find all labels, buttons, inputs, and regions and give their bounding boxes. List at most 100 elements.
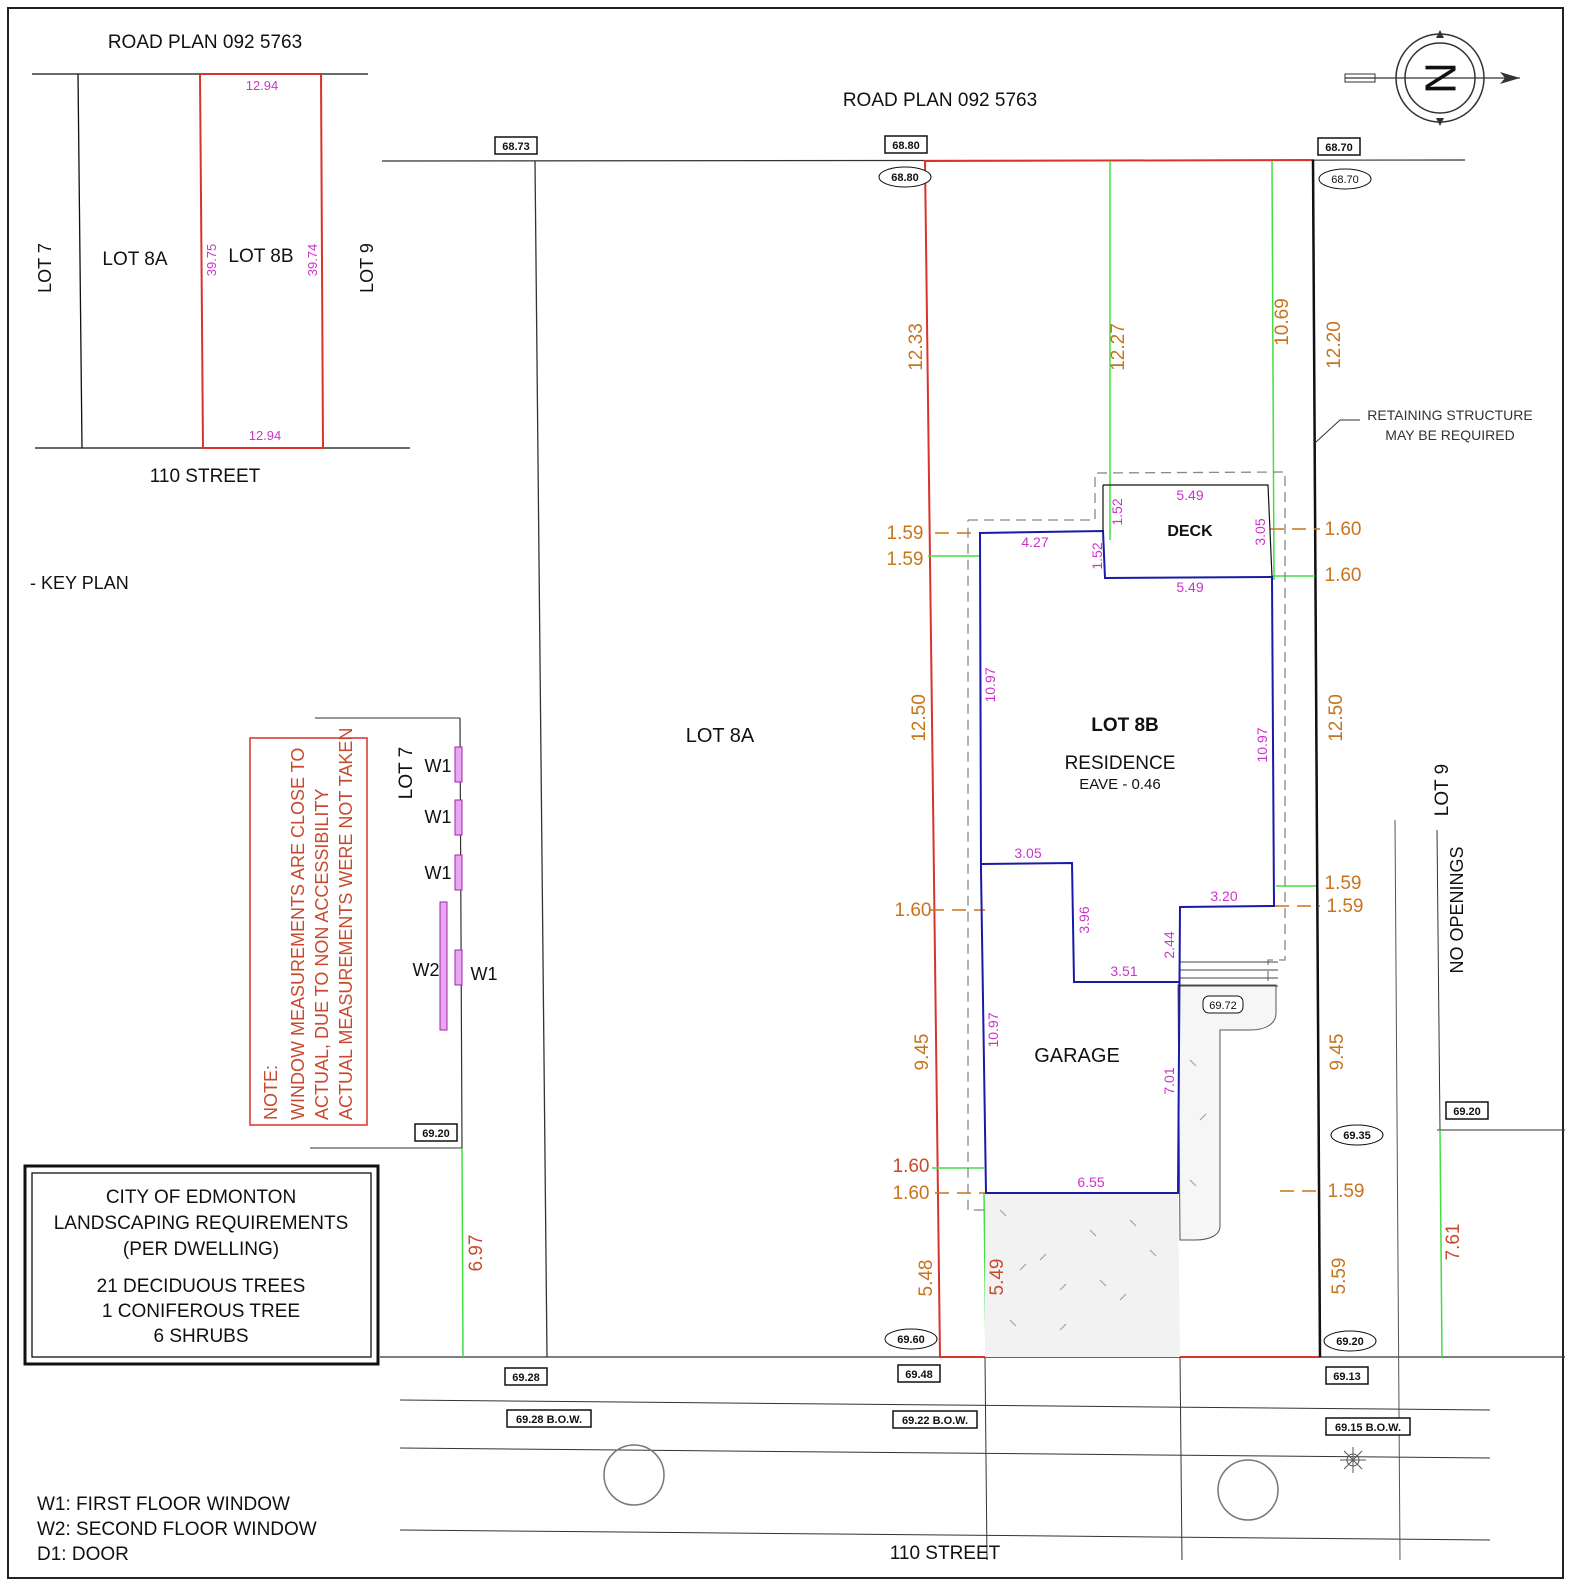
shrub-icon: [1340, 1447, 1366, 1473]
setback-dim: 1.60: [893, 1156, 930, 1177]
window-label-w1: W1: [471, 964, 498, 984]
retaining-note-line1: RETAINING STRUCTURE: [1367, 407, 1532, 423]
building-dim: 6.55: [1077, 1174, 1104, 1190]
setback-dim: 12.27: [1108, 323, 1129, 371]
elevation-box: 69.28 B.O.W.: [516, 1414, 582, 1426]
setback-markers: [930, 528, 1320, 1194]
building-dim: 2.44: [1161, 931, 1177, 958]
building-dim: 3.20: [1210, 888, 1237, 904]
garage-wall: [980, 861, 1180, 983]
key-plan-dim-top: 12.94: [246, 78, 279, 93]
setback-dim: 9.45: [1327, 1034, 1348, 1071]
setback-dim: 5.49: [987, 1259, 1008, 1296]
window-note-box: NOTE: WINDOW MEASUREMENTS ARE CLOSE TO A…: [249, 728, 368, 1126]
setback-dim: 7.61: [1443, 1224, 1464, 1261]
street-label: 110 STREET: [890, 1543, 1001, 1564]
setback-dim: 9.45: [912, 1034, 933, 1071]
setback-dim: 1.60: [893, 1183, 930, 1204]
setback-dim: 5.59: [1329, 1258, 1350, 1295]
deck-outline: [1103, 484, 1273, 578]
elevation-box: 68.70: [1325, 142, 1353, 154]
key-plan-lot9: LOT 9: [357, 243, 377, 293]
note-line: ACTUAL MEASUREMENTS WERE NOT TAKEN: [336, 728, 356, 1120]
setback-dim: 1.60: [1325, 565, 1362, 586]
setback-dim: 12.50: [1326, 694, 1347, 742]
key-plan-dim-left: 39.75: [204, 244, 219, 277]
key-plan: ROAD PLAN 092 5763 12.94 12.94 39.75 39.…: [30, 32, 410, 593]
building-dim: 10.97: [985, 1012, 1001, 1047]
key-plan-lot7: LOT 7: [35, 243, 55, 293]
setback-dim: 1.59: [1328, 1181, 1365, 1202]
setback-dim: 12.20: [1324, 321, 1345, 369]
setback-dim: 5.48: [916, 1260, 937, 1297]
elevation-box: 68.73: [502, 141, 530, 153]
retaining-leader: [1315, 419, 1360, 443]
legend-d1: D1: DOOR: [37, 1544, 129, 1565]
setback-dim: 1.59: [1325, 873, 1362, 894]
setback-dim: 12.33: [906, 323, 927, 371]
key-plan-road-label: ROAD PLAN 092 5763: [108, 32, 302, 53]
retaining-note-line2: MAY BE REQUIRED: [1385, 427, 1514, 443]
svg-text:N: N: [1416, 62, 1465, 94]
building-dim: 3.05: [1014, 845, 1041, 861]
landscape-line: 1 CONIFEROUS TREE: [102, 1301, 300, 1322]
elevation-oval: 68.70: [1331, 174, 1359, 186]
elevation-box: 68.80: [892, 140, 920, 152]
building-dim: 1.52: [1089, 542, 1105, 569]
landscape-line: 21 DECIDUOUS TREES: [97, 1276, 306, 1297]
setback-dim: 1.60: [895, 900, 932, 921]
lot8a-west-line: [534, 160, 548, 1358]
lot8a-label: LOT 8A: [686, 725, 755, 747]
building-dim: 10.97: [1254, 727, 1270, 762]
key-plan-lot8b: LOT 8B: [228, 246, 293, 267]
setback-dim: 6.97: [466, 1235, 487, 1272]
setback-dim: 1.59: [887, 523, 924, 544]
eave-label: EAVE - 0.46: [1079, 776, 1160, 793]
note-line: WINDOW MEASUREMENTS ARE CLOSE TO: [288, 748, 308, 1120]
elevation-box: 69.20: [1453, 1106, 1481, 1118]
walkway: [1177, 984, 1277, 1241]
residence-outline: [978, 529, 1276, 1194]
elevation-boxes: 68.73 68.80 68.70 69.20 69.20 69.28 69.4…: [414, 135, 1489, 1436]
elevation-box: 69.15 B.O.W.: [1335, 1422, 1401, 1434]
driveway: [985, 1193, 1180, 1357]
building-dim: 1.52: [1109, 498, 1125, 525]
setback-dim: 1.60: [1325, 519, 1362, 540]
key-plan-dim-right: 39.74: [305, 244, 320, 277]
building-dim: 3.05: [1252, 518, 1268, 545]
retaining-structure-line: [1311, 159, 1322, 1358]
window-label-w1: W1: [425, 807, 452, 827]
building-dim: 5.49: [1176, 579, 1203, 595]
elevation-oval: 69.35: [1343, 1130, 1371, 1142]
elevation-box: 69.28: [512, 1372, 540, 1384]
entry-steps: [1180, 961, 1278, 987]
landscape-line: CITY OF EDMONTON: [106, 1187, 296, 1208]
elevation-oval: 69.60: [897, 1334, 925, 1346]
building-dim: 5.49: [1176, 487, 1203, 503]
garage-label: GARAGE: [1034, 1045, 1120, 1067]
key-plan-lot8b-outline: [198, 73, 325, 449]
landscape-line: LANDSCAPING REQUIREMENTS: [54, 1213, 349, 1234]
elevation-box: 69.13: [1333, 1371, 1361, 1383]
window-markers: [439, 746, 463, 1031]
setback-lines: [461, 160, 1443, 1358]
key-plan-dim-bottom: 12.94: [249, 428, 282, 443]
landscape-line: (PER DWELLING): [123, 1239, 279, 1260]
window-legend: W1: FIRST FLOOR WINDOW W2: SECOND FLOOR …: [37, 1494, 317, 1565]
setback-dim: 1.59: [1327, 896, 1364, 917]
lot8b-label: LOT 8B: [1091, 715, 1159, 736]
lot7-label: LOT 7: [396, 747, 417, 799]
drawing-border: [7, 7, 1564, 1579]
elevation-box: 69.22 B.O.W.: [902, 1415, 968, 1427]
lot9-label: LOT 9: [1432, 764, 1453, 816]
elevation-oval: 68.80: [891, 172, 919, 184]
window-label-w1: W1: [425, 756, 452, 776]
building-dim: 7.01: [1161, 1067, 1177, 1094]
residence-label: RESIDENCE: [1065, 753, 1176, 774]
note-line: ACTUAL, DUE TO NON ACCESSIBILITY: [312, 789, 332, 1120]
key-plan-caption: - KEY PLAN: [30, 573, 129, 593]
north-arrow-icon: N: [1344, 30, 1520, 126]
note-title: NOTE:: [261, 1065, 281, 1120]
tree-icon: [603, 1444, 1279, 1521]
